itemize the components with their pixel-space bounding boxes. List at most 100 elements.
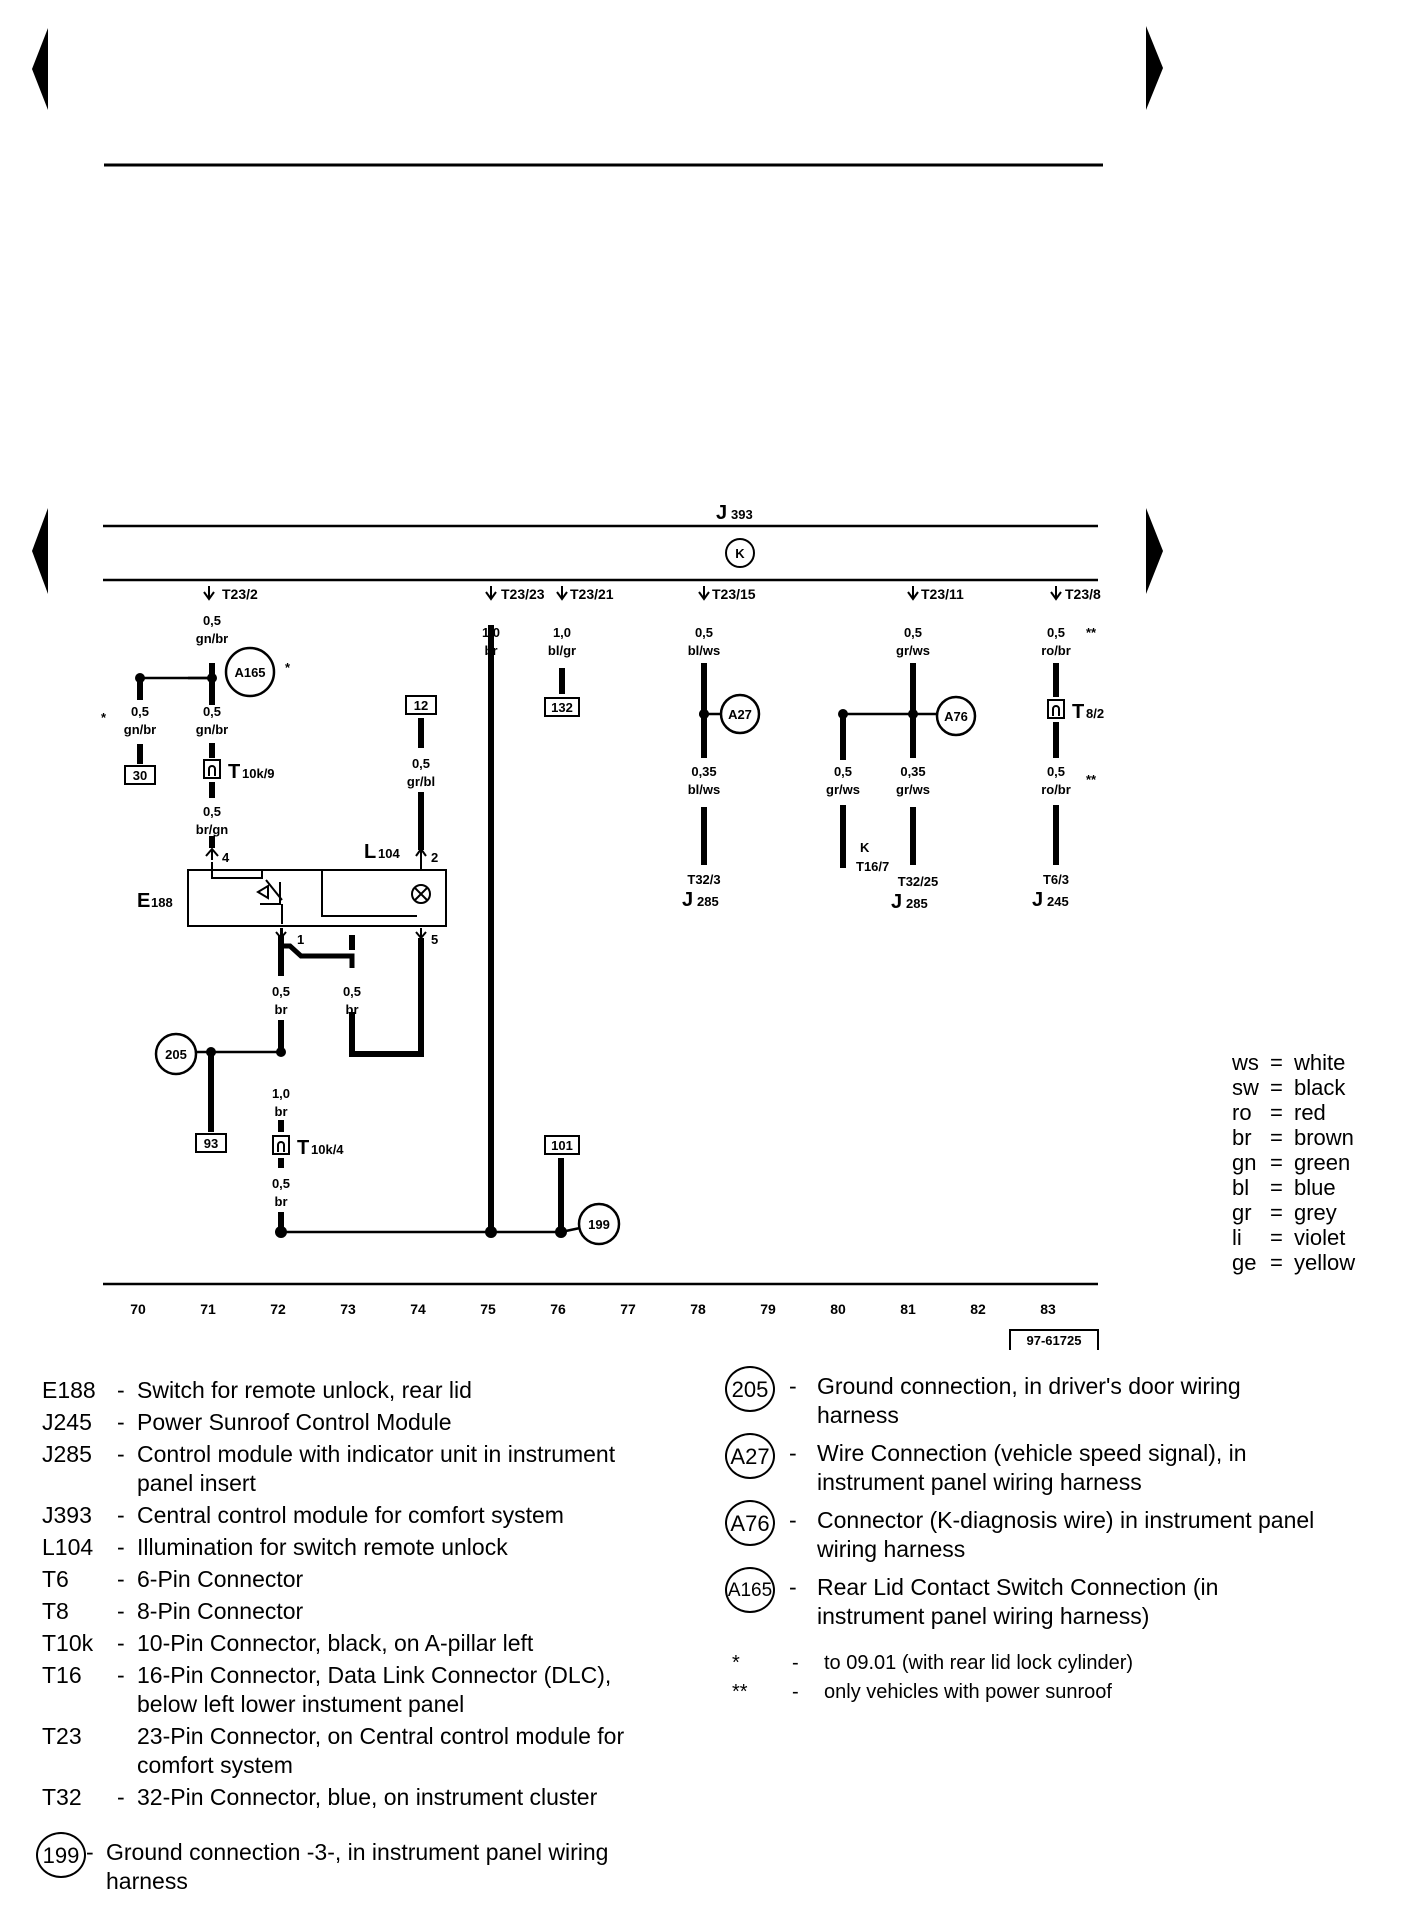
list-item: T16-16-Pin Connector, Data Link Connecto… bbox=[42, 1661, 677, 1719]
e188-switch-symbol bbox=[205, 847, 417, 938]
connection-list: 205-Ground connection, in driver's door … bbox=[725, 1366, 1317, 1634]
footnote-item: *-to 09.01 (with rear lid lock cylinder) bbox=[732, 1649, 1133, 1678]
footnote-text: only vehicles with power sunroof bbox=[824, 1681, 1112, 1703]
ref-132-box bbox=[544, 697, 580, 717]
legend-abbr: ws bbox=[1232, 1050, 1259, 1075]
component-code: J285 bbox=[42, 1441, 92, 1467]
component-dash: - bbox=[117, 1784, 125, 1810]
t10k4-connector-icon bbox=[272, 1135, 290, 1155]
t23-11-pin: T23/11 bbox=[921, 586, 964, 602]
column-label: 76 bbox=[550, 1301, 566, 1317]
legend-equals: = bbox=[1270, 1250, 1283, 1275]
figure-id: 97-61725 bbox=[1027, 1333, 1082, 1348]
left-branch-size: 0,5 bbox=[131, 704, 149, 719]
l104-pin2: 2 bbox=[431, 850, 438, 865]
component-desc: Power Sunroof Control Module bbox=[137, 1409, 452, 1435]
legend-equals: = bbox=[1270, 1150, 1283, 1175]
legend-name: red bbox=[1294, 1100, 1326, 1125]
j285b-main: J bbox=[891, 891, 902, 913]
t10k9-connector-icon bbox=[203, 759, 221, 779]
j285a-sub: 285 bbox=[697, 894, 719, 909]
g205-ground bbox=[154, 1032, 198, 1076]
component-dash: - bbox=[117, 1662, 125, 1688]
g199-ground bbox=[577, 1202, 621, 1246]
t10k9-main: T bbox=[228, 761, 240, 783]
legend-abbr: ge bbox=[1232, 1250, 1257, 1275]
connection-rows: 205-Ground connection, in driver's door … bbox=[725, 1366, 1317, 1631]
lower-wire-size: 1,0 bbox=[272, 1086, 290, 1101]
t23-2-color: gn/br bbox=[196, 631, 229, 646]
ref-12-box bbox=[405, 695, 437, 715]
column-label: 78 bbox=[690, 1301, 706, 1317]
next-page-arrow-icon[interactable] bbox=[1146, 26, 1163, 110]
ground-199-badge: 199 bbox=[36, 1832, 86, 1878]
t8-2-main: T bbox=[1072, 701, 1084, 723]
prev-page-arrow-icon[interactable] bbox=[32, 28, 48, 110]
list-item: T8-8-Pin Connector bbox=[42, 1597, 677, 1626]
component-code: T10k bbox=[42, 1630, 94, 1656]
footnote-rows: *-to 09.01 (with rear lid lock cylinder)… bbox=[732, 1649, 1133, 1707]
t23-15-pin: T23/15 bbox=[712, 586, 756, 602]
t10k9-below-size: 0,5 bbox=[203, 804, 221, 819]
l104-main: L bbox=[364, 841, 376, 863]
t23-2-pin: T23/2 bbox=[222, 586, 258, 602]
next-section-arrow-icon[interactable] bbox=[1146, 508, 1163, 594]
module-name: J bbox=[716, 502, 727, 524]
legend-abbr: sw bbox=[1232, 1075, 1259, 1100]
j245-color: ro/br bbox=[1041, 782, 1071, 797]
g199-link bbox=[560, 1226, 581, 1234]
e188-pin4: 4 bbox=[222, 850, 230, 865]
component-dash: - bbox=[117, 1566, 125, 1592]
component-code: E188 bbox=[42, 1377, 96, 1403]
legend-abbr: gr bbox=[1232, 1200, 1252, 1225]
legend-name: white bbox=[1294, 1050, 1346, 1075]
lower-wire-color: br bbox=[275, 1104, 288, 1119]
component-desc: Switch for remote unlock, rear lid bbox=[137, 1377, 472, 1403]
ground-199-entry: 199 - Ground connection -3-, in instrume… bbox=[36, 1832, 626, 1899]
component-dash bbox=[117, 1722, 137, 1780]
component-desc: 23-Pin Connector, on Central control mod… bbox=[137, 1723, 625, 1778]
prev-section-arrow-icon[interactable] bbox=[32, 508, 48, 594]
j285a-pin: T32/3 bbox=[687, 872, 720, 887]
legend-abbr: li bbox=[1232, 1225, 1242, 1250]
list-item: J245- Power Sunroof Control Module bbox=[42, 1408, 677, 1437]
component-code: J245 bbox=[42, 1409, 92, 1435]
pin1-wire-color: br bbox=[275, 1002, 288, 1017]
j285a-color: bl/ws bbox=[688, 782, 721, 797]
ground-199-desc: Ground connection -3-, in instrument pan… bbox=[106, 1839, 609, 1894]
t10k9-above-size: 0,5 bbox=[203, 704, 221, 719]
a76-label: A76 bbox=[944, 709, 968, 724]
footnote-dash: - bbox=[792, 1681, 799, 1703]
list-item: 199 - Ground connection -3-, in instrume… bbox=[36, 1832, 626, 1896]
k-symbol-label: K bbox=[735, 546, 745, 561]
t23-21-color: bl/gr bbox=[548, 643, 576, 658]
j285a-size: 0,35 bbox=[691, 764, 716, 779]
a27-junction bbox=[699, 709, 709, 719]
a165-connection bbox=[224, 646, 276, 698]
t23-15-color: bl/ws bbox=[688, 643, 721, 658]
g205-label: 205 bbox=[165, 1047, 187, 1062]
component-desc: 10-Pin Connector, black, on A-pillar lef… bbox=[137, 1630, 534, 1656]
list-item: A165-Rear Lid Contact Switch Connection … bbox=[725, 1567, 1317, 1631]
k-wire-pin: T16/7 bbox=[856, 859, 889, 874]
figure-id-box bbox=[1009, 1329, 1099, 1350]
component-desc: Illumination for switch remote unlock bbox=[137, 1534, 508, 1560]
connection-desc: Rear Lid Contact Switch Connection (in i… bbox=[817, 1574, 1219, 1629]
k-wire-color: gr/ws bbox=[826, 782, 860, 797]
footnotes: *-to 09.01 (with rear lid lock cylinder)… bbox=[732, 1649, 1133, 1707]
g199-label: 199 bbox=[588, 1217, 610, 1232]
legend-item: li=violet bbox=[1232, 1225, 1355, 1250]
column-label: 77 bbox=[620, 1301, 636, 1317]
connection-desc: Ground connection, in driver's door wiri… bbox=[817, 1373, 1241, 1428]
t23-8-mark: ** bbox=[1086, 625, 1097, 640]
legend-name: black bbox=[1294, 1075, 1346, 1100]
component-dash: - bbox=[117, 1377, 125, 1403]
list-item: E188-Switch for remote unlock, rear lid bbox=[42, 1376, 677, 1405]
list-item: L104-Illumination for switch remote unlo… bbox=[42, 1533, 677, 1562]
module-pin-arrows bbox=[203, 586, 1062, 601]
j245-main: J bbox=[1032, 889, 1043, 911]
j245-mark: ** bbox=[1086, 772, 1097, 787]
component-code: T16 bbox=[42, 1662, 82, 1688]
